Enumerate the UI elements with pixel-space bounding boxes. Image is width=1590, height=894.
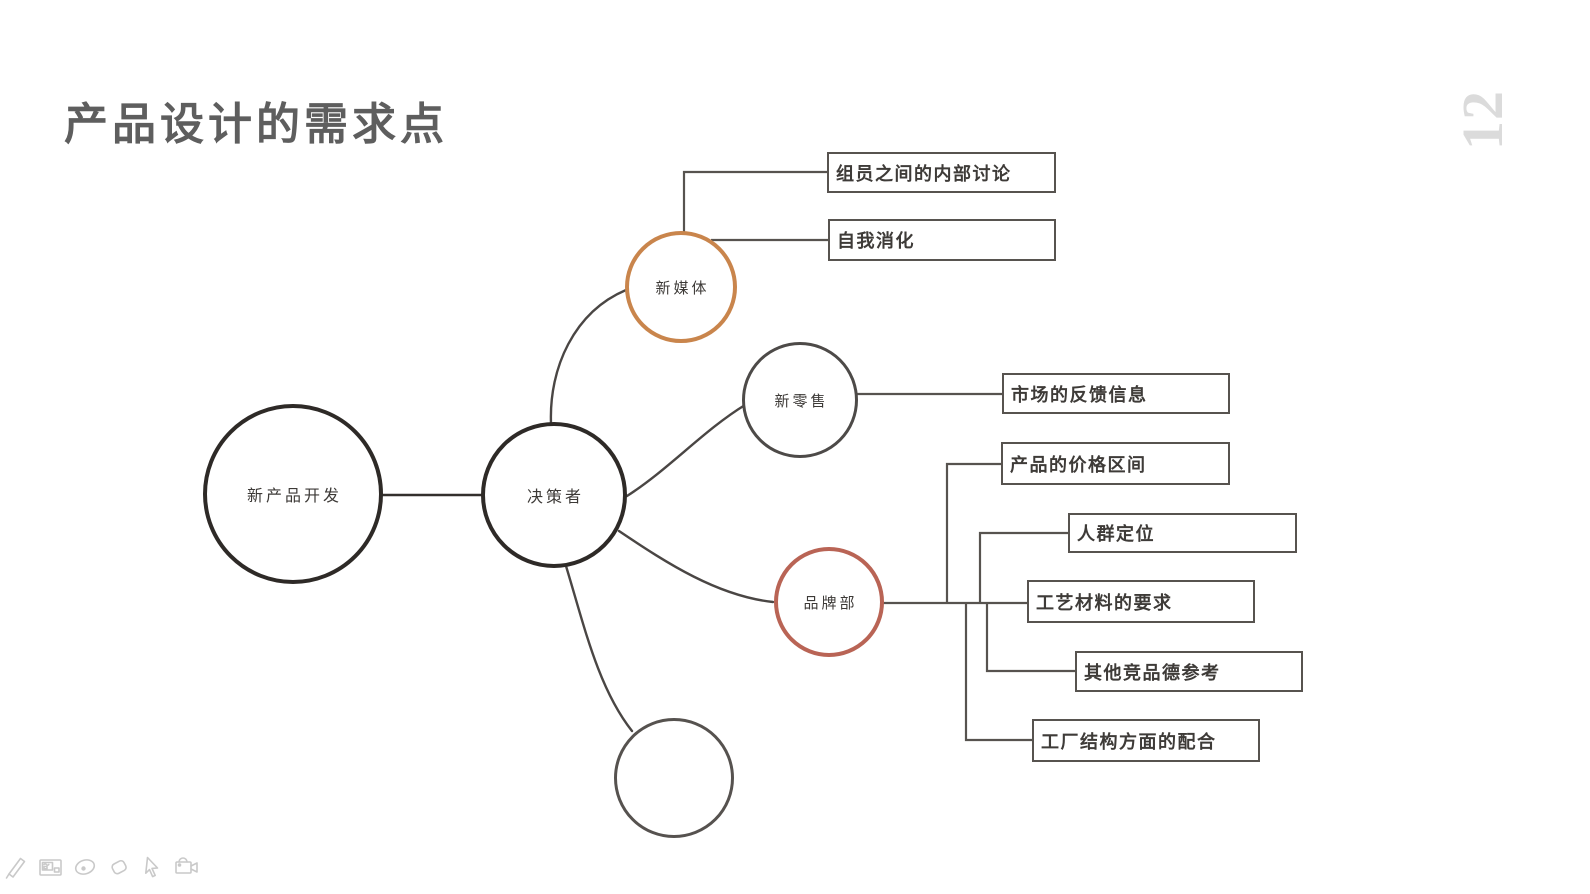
- leaf-box-self-digestion: 自我消化: [828, 219, 1056, 261]
- leaf-box-price-range: 产品的价格区间: [1001, 442, 1230, 485]
- node-new-product-development: 新产品开发: [203, 404, 383, 584]
- node-empty: [614, 718, 734, 838]
- connector-decision-brand: [617, 529, 775, 604]
- leaf-box-label: 工厂结构方面的配合: [1041, 731, 1217, 752]
- leaf-box-label: 产品的价格区间: [1010, 454, 1147, 475]
- leaf-box-audience-positioning: 人群定位: [1068, 513, 1297, 553]
- node-label: 新产品开发: [246, 488, 342, 505]
- connector-brand-b8: [964, 603, 1032, 742]
- node-new-media: 新媒体: [625, 231, 737, 343]
- connector-brand-b4: [945, 462, 1001, 603]
- node-decision-maker: 决策者: [481, 422, 627, 568]
- leaf-box-label: 人群定位: [1077, 524, 1155, 544]
- page-title: 产品设计的需求点: [64, 100, 448, 149]
- slides-panel-icon[interactable]: [38, 855, 63, 879]
- node-label: 新媒体: [655, 279, 710, 297]
- camera-icon[interactable]: [173, 854, 203, 880]
- connector-decision-new-retail: [625, 403, 747, 498]
- leaf-box-label: 组员之间的内部讨论: [836, 163, 1012, 184]
- leaf-box-label: 自我消化: [837, 231, 915, 251]
- pen-icon[interactable]: [4, 854, 28, 880]
- connector-new-media-b1: [682, 170, 827, 232]
- connector-decision-new-media: [549, 288, 628, 425]
- node-label: 新零售: [774, 392, 829, 410]
- leaf-box-market-feedback: 市场的反馈信息: [1002, 373, 1230, 414]
- laser-pointer-icon[interactable]: [73, 855, 97, 879]
- node-brand-department: 品牌部: [774, 547, 884, 657]
- leaf-box-label: 其他竞品德参考: [1084, 662, 1221, 683]
- leaf-box-label: 市场的反馈信息: [1011, 384, 1148, 405]
- leaf-box-factory-structure-cooperation: 工厂结构方面的配合: [1032, 719, 1260, 762]
- node-label: 品牌部: [803, 594, 858, 612]
- node-new-retail: 新零售: [742, 342, 858, 458]
- leaf-box-craft-material-requirements: 工艺材料的要求: [1027, 580, 1255, 623]
- connector-brand-b7: [985, 603, 1075, 673]
- leaf-box-internal-discussion: 组员之间的内部讨论: [827, 152, 1056, 193]
- connector-brand-b5: [978, 531, 1068, 603]
- connector-decision-empty: [564, 564, 634, 733]
- presentation-toolbar: [4, 854, 203, 880]
- leaf-box-competitor-reference: 其他竞品德参考: [1075, 651, 1303, 692]
- node-label: 决策者: [526, 489, 584, 506]
- cursor-icon[interactable]: [141, 855, 163, 879]
- eraser-icon[interactable]: [107, 855, 131, 879]
- leaf-box-label: 工艺材料的要求: [1036, 592, 1173, 613]
